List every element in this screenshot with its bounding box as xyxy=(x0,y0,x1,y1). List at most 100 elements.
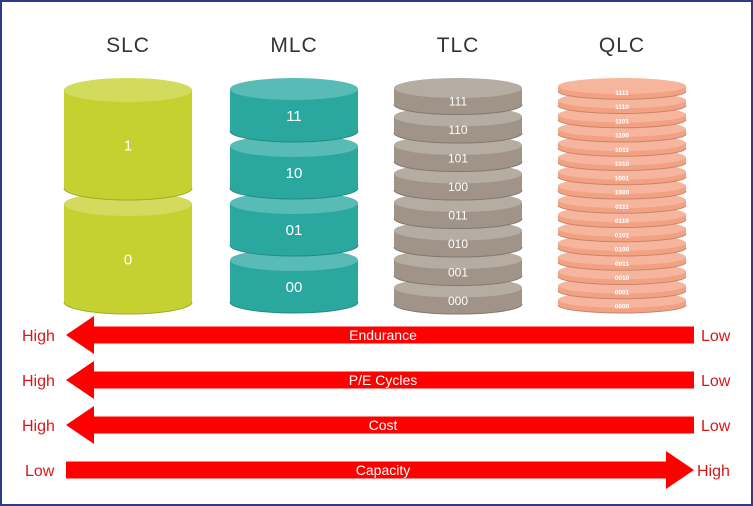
bit-value-label: 11 xyxy=(286,108,302,125)
scale-name-label: Cost xyxy=(369,417,398,433)
bit-value-label: 00 xyxy=(286,279,303,296)
bit-value-label: 1111 xyxy=(615,90,629,97)
direction-arrow xyxy=(66,361,694,399)
scale-left-label: High xyxy=(22,373,55,390)
bit-value-label: 111 xyxy=(449,94,468,108)
bit-value-label: 1000 xyxy=(615,190,630,197)
cell-column-mlc: MLC 00 01 10 11 xyxy=(229,34,359,314)
layer-edge xyxy=(393,161,523,172)
direction-arrow xyxy=(66,316,694,354)
layer-edge xyxy=(557,91,687,100)
layer-top xyxy=(230,78,358,100)
storage-layer: 0 xyxy=(63,192,193,315)
bit-value-label: 01 xyxy=(286,222,303,239)
bit-value-label: 011 xyxy=(448,208,467,222)
layer-edge xyxy=(229,187,359,200)
storage-layer: 01 xyxy=(229,192,359,257)
bit-value-label: 1011 xyxy=(615,147,629,154)
bit-value-label: 0 xyxy=(124,251,132,268)
bit-value-label: 1001 xyxy=(615,175,630,182)
storage-layer: 1111 xyxy=(557,78,687,100)
scale-name-label: Capacity xyxy=(356,462,410,478)
layer-body xyxy=(230,260,358,313)
scale-left-label: High xyxy=(22,418,55,435)
storage-layer: 00 xyxy=(229,249,359,314)
layer-edge xyxy=(393,275,523,286)
direction-arrow xyxy=(66,451,694,489)
layer-edge xyxy=(63,301,193,315)
layer-edge xyxy=(393,132,523,144)
bit-value-label: 0110 xyxy=(615,218,629,225)
storage-layer: 1 xyxy=(63,78,193,201)
cell-column-slc: SLC 0 1 xyxy=(63,34,193,315)
bit-value-label: 1101 xyxy=(615,118,629,125)
layer-edge xyxy=(557,119,687,129)
layer-edge xyxy=(557,133,687,143)
direction-arrow xyxy=(66,406,694,444)
scale-right-label: Low xyxy=(701,418,731,435)
layer-edge xyxy=(557,233,687,243)
scale-right-label: Low xyxy=(701,373,731,390)
scale-right-label: Low xyxy=(701,328,731,345)
bit-value-label: 1110 xyxy=(615,104,629,111)
scale-name-label: P/E Cycles xyxy=(349,372,417,388)
scale-capacity: Capacity Low High xyxy=(25,451,730,489)
layer-body xyxy=(230,89,358,142)
scale-cost: Cost High Low xyxy=(22,406,731,444)
layer-edge xyxy=(557,105,687,114)
storage-layer: 10 xyxy=(229,135,359,200)
layer-body xyxy=(64,204,192,314)
scale-left-label: Low xyxy=(25,463,55,480)
layer-edge xyxy=(393,246,523,258)
cell-type-heading: QLC xyxy=(599,34,645,57)
layer-top xyxy=(394,78,522,98)
layer-edge xyxy=(557,276,687,285)
storage-layer: 11 xyxy=(229,78,359,143)
bit-value-label: 0010 xyxy=(615,275,630,282)
bit-value-label: 110 xyxy=(448,123,467,137)
bit-value-label: 0001 xyxy=(615,289,630,296)
scale-p-e-cycles: P/E Cycles High Low xyxy=(22,361,731,399)
layer-edge xyxy=(63,187,193,201)
bit-value-label: 100 xyxy=(448,180,468,194)
layer-edge xyxy=(557,148,687,157)
layer-edge xyxy=(557,290,687,300)
bit-value-label: 010 xyxy=(448,237,468,251)
cell-column-qlc: QLC0000000100100011010001010110011110001… xyxy=(557,34,687,314)
bit-value-label: 1 xyxy=(124,137,132,154)
layer-edge xyxy=(557,205,687,214)
bit-value-label: 101 xyxy=(448,151,468,165)
bit-value-label: 10 xyxy=(286,165,303,182)
cell-type-heading: SLC xyxy=(106,34,150,57)
layer-edge xyxy=(393,218,523,229)
scale-right-label: High xyxy=(697,463,730,480)
bit-value-label: 000 xyxy=(448,294,468,308)
layer-edge xyxy=(229,301,359,314)
layer-edge xyxy=(557,262,687,271)
bit-value-label: 1100 xyxy=(615,133,629,140)
layer-body xyxy=(230,146,358,199)
layer-edge xyxy=(393,104,523,115)
layer-edge xyxy=(557,304,687,314)
layer-edge xyxy=(229,130,359,143)
bit-value-label: 001 xyxy=(448,265,468,279)
cell-type-heading: MLC xyxy=(270,34,317,57)
layer-edge xyxy=(393,303,523,315)
layer-body xyxy=(230,203,358,256)
layer-edge xyxy=(557,219,687,228)
layer-edge xyxy=(393,189,523,201)
layer-top xyxy=(558,78,686,94)
layer-top xyxy=(64,78,192,102)
layer-edge xyxy=(557,247,687,257)
bit-value-label: 0100 xyxy=(615,247,630,254)
scale-name-label: Endurance xyxy=(349,327,417,343)
bit-value-label: 0111 xyxy=(615,204,629,211)
bit-value-label: 1010 xyxy=(615,161,630,168)
layer-edge xyxy=(229,244,359,257)
layer-edge xyxy=(557,190,687,200)
